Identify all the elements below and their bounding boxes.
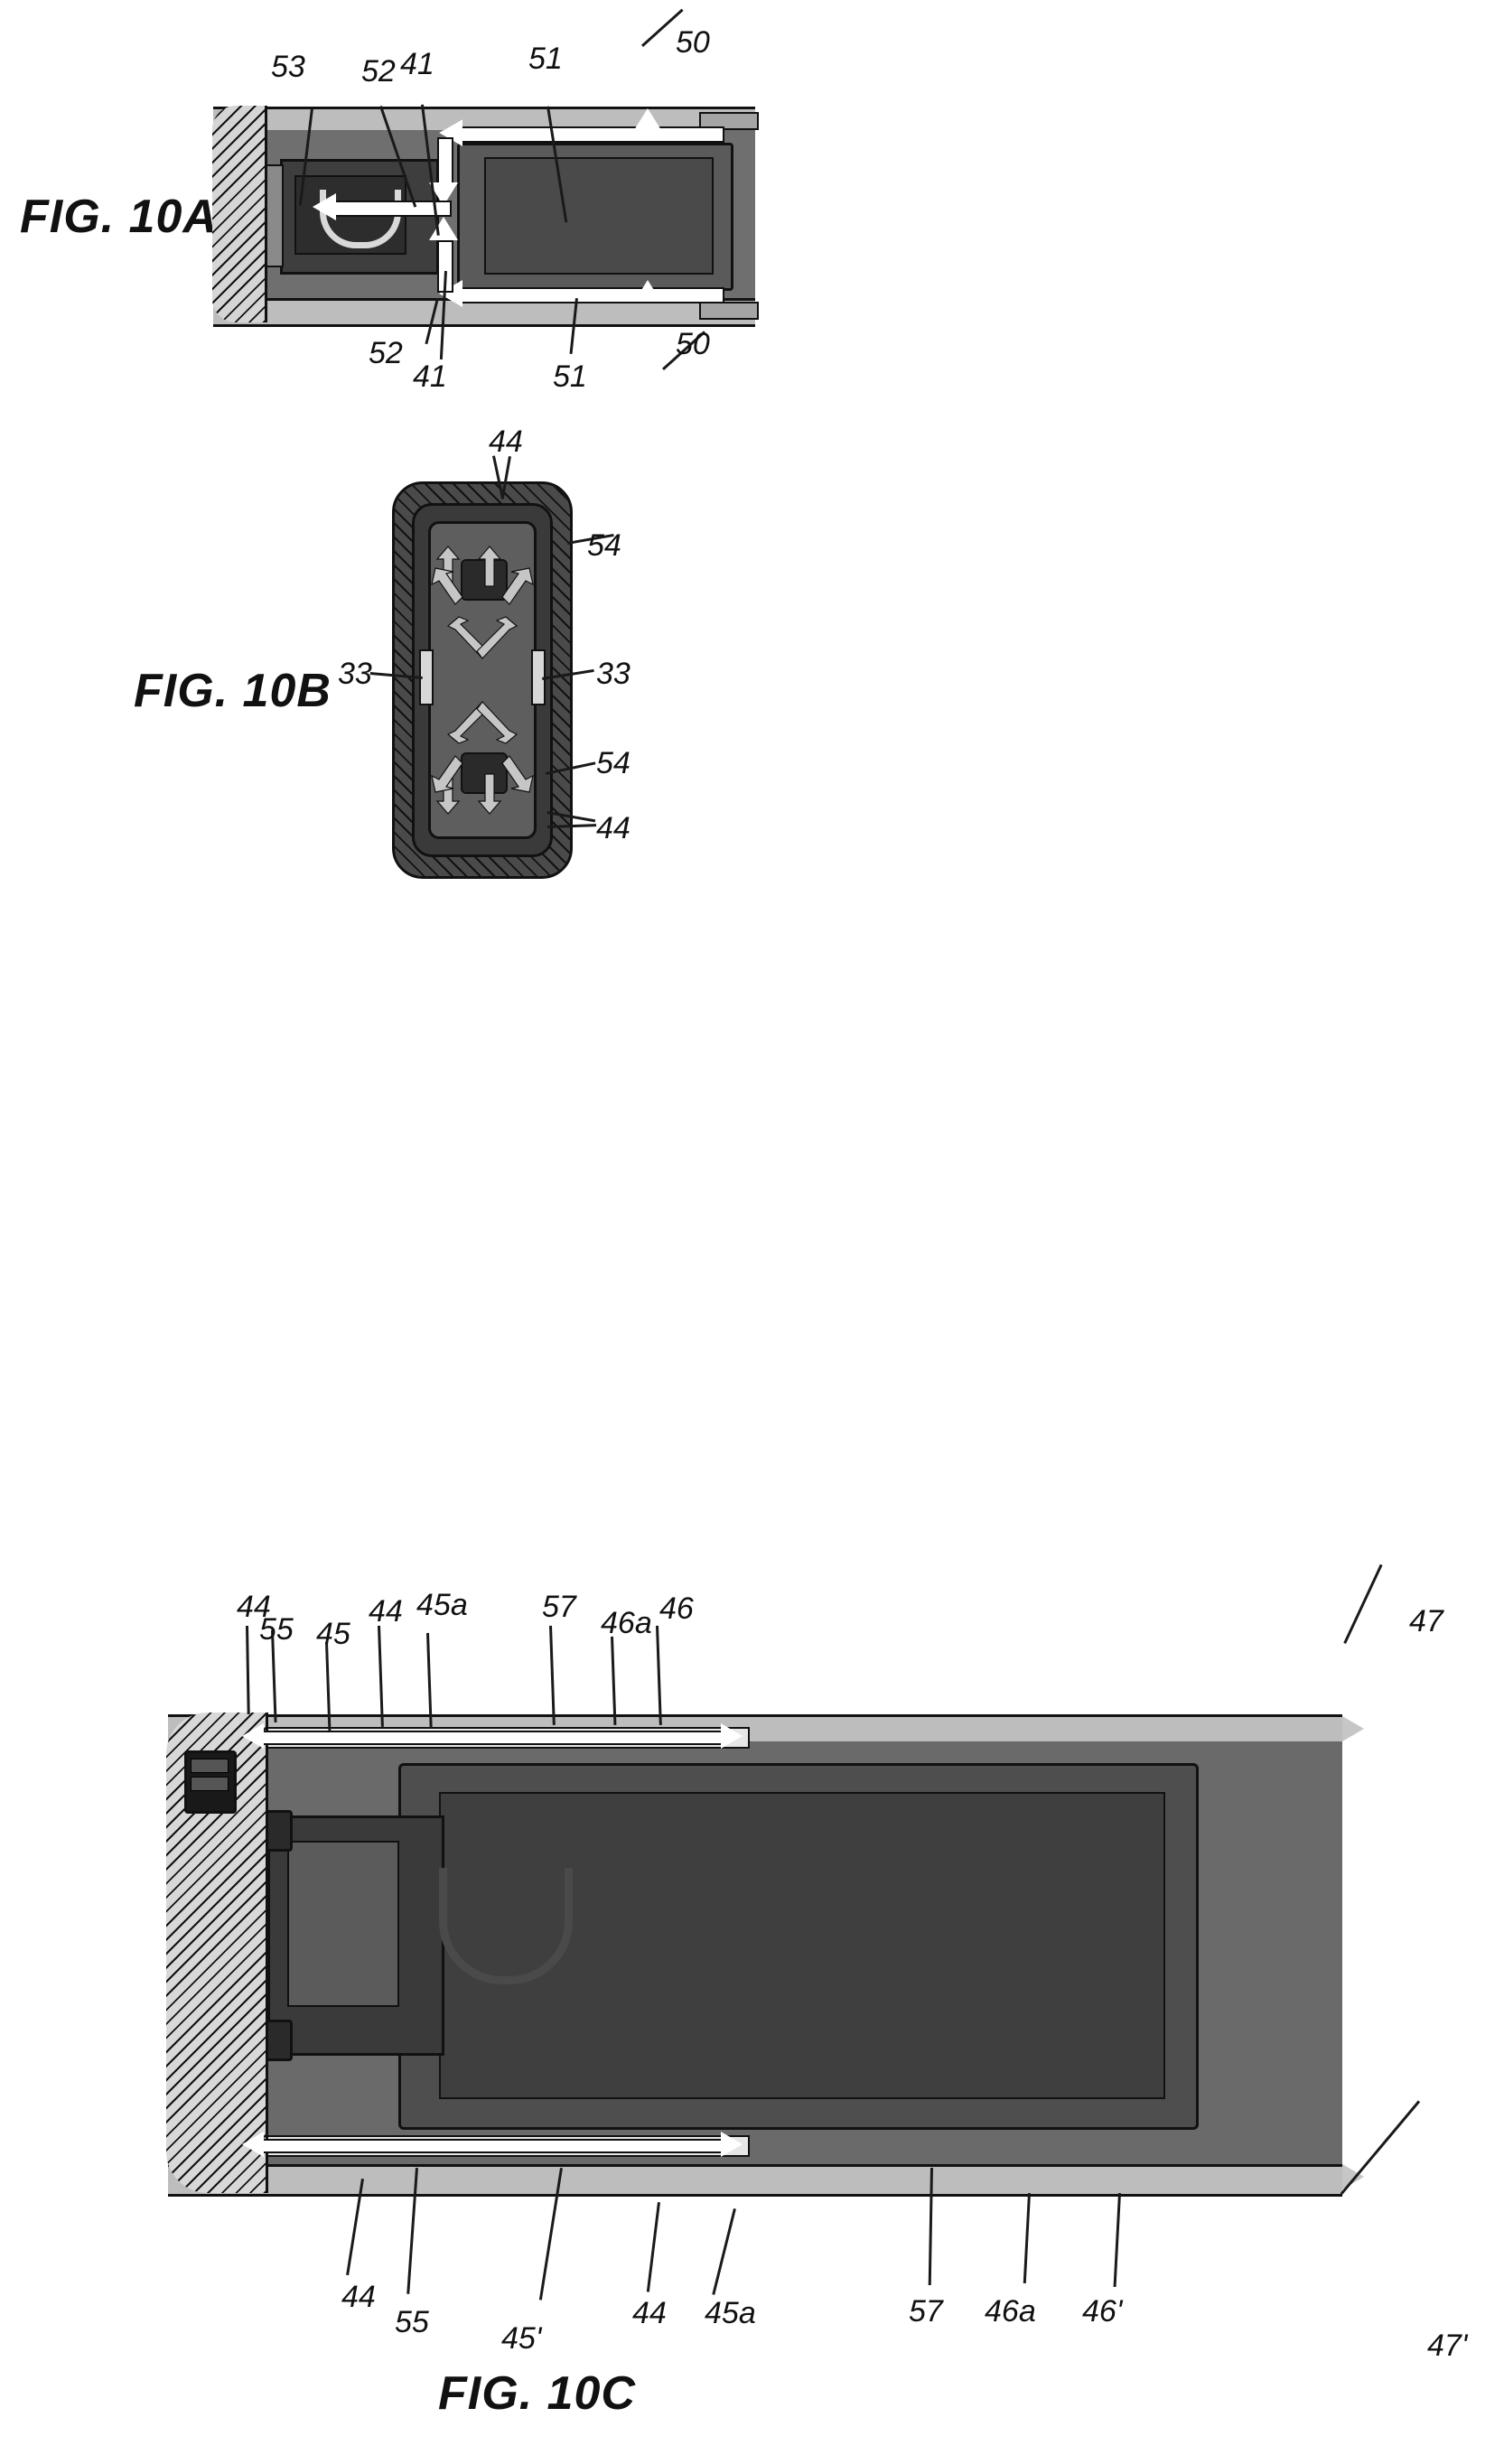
fig-10a-ref-52-bottom: 52 — [369, 336, 403, 370]
fig-10b-ref-33-right: 33 — [596, 657, 631, 691]
fig-10c-leader-44-top-b — [378, 1625, 384, 1727]
fig-10a-flow-into-coil-head — [313, 193, 336, 220]
fig-10b-ref-44-bottom: 44 — [596, 811, 631, 845]
fig-10a-ref-51-bottom: 51 — [553, 359, 587, 394]
fig-10a-ref-41: 41 — [400, 47, 434, 81]
fig-10a-ref-51: 51 — [528, 42, 563, 76]
fig-10c-ref-46-top: 46 — [659, 1591, 694, 1626]
fig-10c-leader-45a-bottom — [712, 2208, 736, 2295]
fig-10b-flow-arrows — [431, 546, 534, 815]
fig-10c-ref-57-bottom: 57 — [909, 2294, 943, 2329]
fig-10b-drawing — [392, 481, 573, 879]
fig-10b-ref-54-lower: 54 — [596, 746, 631, 780]
fig-10c-flow-lower-head-left — [242, 2132, 264, 2157]
fig-10b-ref-33-left: 33 — [338, 657, 372, 691]
fig-10c-ref-44-bottom-b: 44 — [632, 2296, 667, 2330]
fig-10a-inlet-arrow-bottom — [634, 280, 661, 302]
fig-10c-flow-lower-shaft — [262, 2139, 726, 2153]
fig-10a-end-cap-hatch — [212, 106, 265, 322]
fig-10a-ref-50: 50 — [676, 25, 710, 60]
fig-10c-ref-55-top: 55 — [259, 1612, 294, 1647]
fig-10c-drawing — [166, 1713, 1364, 2197]
fig-10c-wick-loop — [439, 1868, 573, 1984]
fig-10a-flow-upper-drop — [437, 137, 453, 188]
fig-10c-ref-57-top: 57 — [542, 1590, 576, 1624]
fig-10a-ref-50-bottom: 50 — [676, 327, 710, 361]
fig-10c-flow-upper-head-right — [721, 1723, 743, 1749]
fig-10a-device-body — [212, 106, 759, 327]
fig-10a-end-cap — [212, 106, 267, 322]
fig-10c-ref-44-bottom-a: 44 — [341, 2280, 376, 2314]
fig-10c-connector-pin-2 — [191, 1777, 229, 1791]
fig-10a-flow-upper-shaft — [459, 126, 724, 143]
fig-10a-ref-41-bottom: 41 — [413, 359, 447, 394]
fig-10c-leader-44-top-a — [246, 1625, 250, 1714]
fig-10c-connector-pin-1 — [191, 1759, 229, 1773]
fig-10c-ref-45p-bottom: 45' — [501, 2321, 542, 2356]
fig-10b-title: FIG. 10B — [134, 665, 332, 717]
fig-10c-leader-46a-bottom — [1023, 2193, 1031, 2284]
fig-10c-ref-46a-bottom: 46a — [985, 2294, 1036, 2329]
fig-10a-cartridge-core — [484, 157, 714, 275]
fig-10c-ref-45-top: 45 — [316, 1617, 350, 1651]
fig-10c-ref-47-top: 47 — [1409, 1604, 1443, 1638]
fig-10c-flow-upper-head-left — [242, 1723, 264, 1749]
fig-10c-leader-46a-top — [611, 1636, 617, 1725]
fig-10a-ledge-top — [699, 112, 759, 130]
fig-10c-ref-55-bottom: 55 — [395, 2305, 429, 2339]
fig-10c-leader-47p-bottom — [1340, 2100, 1421, 2195]
fig-10c-leader-57-top — [549, 1625, 556, 1725]
fig-10c-connector — [184, 1750, 237, 1814]
fig-10c-title: FIG. 10C — [438, 2367, 636, 2420]
fig-10c-ref-47p-bottom: 47' — [1427, 2329, 1468, 2363]
fig-10a-ref-53: 53 — [271, 50, 305, 84]
fig-10a-flow-lower-shaft — [459, 287, 724, 303]
fig-10c-shell-bottom-wall — [168, 2164, 1342, 2197]
fig-10a-ledge-bottom — [699, 302, 759, 320]
fig-10c-ref-46a-top: 46a — [601, 1606, 652, 1640]
fig-10c-ref-45a-bottom: 45a — [705, 2296, 756, 2330]
fig-10a-flow-lower-rise-head — [429, 217, 458, 240]
fig-10c-atomizer-chamber — [287, 1841, 399, 2007]
fig-10a-inlet-arrow-top — [634, 108, 661, 130]
fig-10c-leader-47-top — [1343, 1563, 1383, 1644]
fig-10c-leader-46p-bottom — [1113, 2193, 1121, 2288]
fig-10b-ref-54-upper: 54 — [587, 528, 621, 563]
fig-10c-ref-44-top-a: 44 — [237, 1590, 271, 1624]
fig-10c-ref-44-top-b: 44 — [369, 1594, 403, 1629]
fig-10c-ref-45a-top: 45a — [416, 1588, 468, 1622]
fig-10c-flow-upper-shaft — [262, 1731, 726, 1745]
fig-10b-coil-lower — [461, 752, 508, 794]
fig-10c-leader-46-top — [656, 1625, 662, 1725]
fig-10a-title: FIG. 10A — [20, 191, 218, 243]
fig-10c-flow-lower-head-right — [721, 2132, 743, 2157]
fig-10c-exit-arrow-top — [1342, 1716, 1364, 1741]
fig-10c-ref-46p-bottom: 46' — [1082, 2294, 1123, 2329]
fig-10a-drawing — [212, 106, 759, 327]
fig-10b-ref-44-top: 44 — [489, 425, 523, 459]
fig-10a-ref-52: 52 — [361, 54, 396, 89]
fig-10c-leader-44-bottom-b — [646, 2202, 660, 2292]
fig-10b-coil-upper — [461, 559, 508, 601]
